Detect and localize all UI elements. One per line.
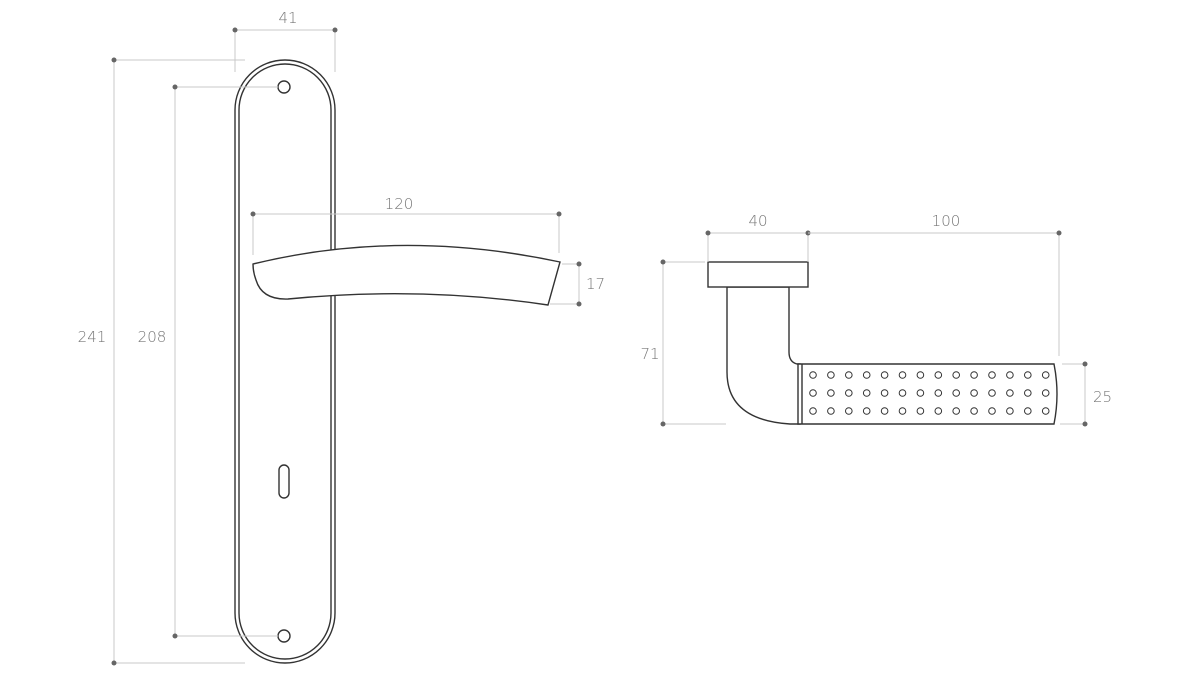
grip-dot <box>970 389 978 397</box>
grip-dot <box>845 389 853 397</box>
grip-dot-pattern <box>809 371 1050 415</box>
lever-grip <box>797 363 1058 425</box>
dimension-plate-width: 41 <box>232 9 338 72</box>
grip-dot <box>862 407 871 415</box>
dimension-label: 120 <box>385 195 414 213</box>
rose <box>707 261 809 288</box>
grip-dot <box>827 371 835 379</box>
dimension-label: 100 <box>932 212 961 230</box>
grip-dot <box>1024 407 1032 415</box>
grip-dot <box>1006 371 1014 379</box>
grip-dot <box>880 389 889 397</box>
grip-dot <box>809 389 817 397</box>
grip-dot <box>862 371 871 379</box>
grip-dot <box>827 407 835 415</box>
dimension-label: 41 <box>278 9 297 27</box>
grip-dot <box>916 371 925 379</box>
grip-dot <box>827 389 835 397</box>
grip-dot <box>845 407 853 415</box>
grip-dot <box>988 371 996 379</box>
grip-dot <box>934 371 943 379</box>
grip-dot <box>952 371 961 379</box>
grip-dot <box>1024 371 1032 379</box>
grip-dot <box>934 389 943 397</box>
grip-dot <box>952 389 961 397</box>
dimension-lever-projection: 100 <box>808 212 1062 356</box>
grip-dot <box>1006 389 1014 397</box>
dimension-label: 25 <box>1093 388 1112 406</box>
grip-dot <box>916 389 925 397</box>
grip-dot <box>970 407 978 415</box>
grip-dot <box>898 389 907 397</box>
dimension-label: 17 <box>586 275 605 293</box>
grip-dot <box>988 389 996 397</box>
dimension-hole-spacing: 208 <box>138 84 278 639</box>
backplate-inner <box>238 63 332 660</box>
grip-dot <box>809 407 817 415</box>
screw-hole-top <box>277 80 291 94</box>
grip-dot <box>862 389 871 397</box>
grip-dot <box>988 407 996 415</box>
grip-dot <box>845 371 853 379</box>
handle-side-view <box>707 261 1058 425</box>
lever-neck <box>726 286 801 425</box>
grip-dot <box>1041 407 1050 415</box>
dimension-plate-height: 241 <box>78 57 245 666</box>
grip-dot <box>898 407 907 415</box>
backplate-front-view <box>234 59 336 664</box>
dimension-lever-thickness: 17 <box>550 261 605 307</box>
grip-dot <box>880 407 889 415</box>
grip-dot <box>880 371 889 379</box>
dimension-grip-height: 25 <box>1060 361 1112 427</box>
grip-dot <box>952 407 961 415</box>
dimension-side-height: 71 <box>640 259 726 427</box>
dimension-label: 208 <box>138 328 167 346</box>
dimension-label: 71 <box>640 345 659 363</box>
lever-front-view <box>252 244 561 306</box>
grip-dot <box>809 371 817 379</box>
grip-dot <box>1041 371 1050 379</box>
dimension-lever-length: 120 <box>250 195 562 255</box>
grip-dot <box>1041 389 1050 397</box>
grip-dot <box>898 371 907 379</box>
grip-dot <box>934 407 943 415</box>
dimension-rose-diameter: 40 <box>705 212 811 262</box>
grip-dot <box>1006 407 1014 415</box>
keyhole <box>278 464 290 499</box>
dimension-label: 40 <box>748 212 767 230</box>
dimension-label: 241 <box>78 328 107 346</box>
screw-hole-bottom <box>277 629 291 643</box>
grip-dot <box>916 407 925 415</box>
grip-dot <box>1024 389 1032 397</box>
grip-dot <box>970 371 978 379</box>
